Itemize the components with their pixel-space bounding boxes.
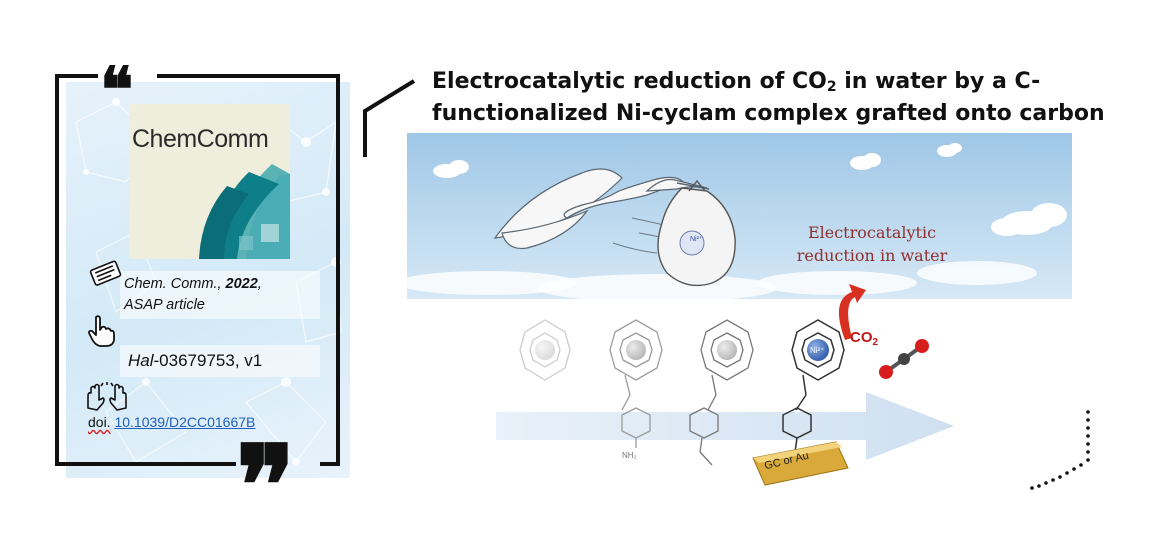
hands-raised-icon — [87, 382, 127, 411]
nickel-center-4 — [807, 339, 829, 361]
nickel-center-2 — [626, 340, 646, 360]
co2-label-text: CO — [850, 329, 873, 346]
cyclam-2 — [609, 319, 663, 448]
abstract-title: Electrocatalytic reduction of CO2 in wat… — [432, 66, 1112, 130]
sky-label: Electrocatalytic reduction in water — [787, 221, 957, 267]
citation-journal: Chem. Comm., — [124, 276, 222, 292]
bundle-nickel-label: Ni²⁺ — [690, 236, 703, 243]
cyclam-3 — [689, 319, 754, 466]
citation-text: Chem. Comm., 2022, ASAP article — [124, 274, 324, 316]
journal-cover: ChemComm — [129, 104, 290, 259]
title-part-2: in water by a C-functionalized Ni-cyclam… — [432, 69, 1105, 126]
open-quote-mark: ❝ — [100, 53, 134, 126]
hal-id: -03679753, v1 — [153, 351, 263, 370]
amine-label: NH₂ — [622, 451, 637, 460]
progress-arrow — [496, 392, 954, 460]
close-quote-mark: ❞ — [236, 421, 296, 550]
citation-box — [120, 271, 320, 319]
title-part-1: Electrocatalytic reduction of CO — [432, 69, 827, 94]
pointing-hand-icon — [88, 315, 115, 347]
co2-molecule — [879, 339, 929, 379]
clouds — [407, 143, 1067, 299]
co2-label-sub: 2 — [872, 337, 879, 348]
citation-separator: , — [257, 276, 262, 292]
title-subscript: 2 — [826, 79, 837, 95]
hal-box — [120, 345, 320, 377]
sky-label-line-2: reduction in water — [796, 246, 948, 265]
doi-line: doi. 10.1039/D2CC01667B — [88, 414, 255, 430]
cyclam-4-grafted — [782, 319, 845, 453]
hal-identifier: Hal-03679753, v1 — [128, 351, 262, 371]
newspaper-icon — [89, 260, 122, 286]
nickel-label: Ni²⁺ — [810, 346, 824, 355]
sky-panel: Ni²⁺ Electrocatalytic reduction in water — [407, 133, 1072, 299]
hal-prefix: Hal — [128, 351, 154, 370]
doi-prefix: doi. — [88, 414, 111, 430]
citation-year: 2022 — [225, 276, 258, 292]
dotted-corner — [1030, 410, 1090, 490]
co2-label: CO2 — [850, 329, 879, 348]
doi-link[interactable]: 10.1039/D2CC01667B — [114, 414, 256, 430]
cover-art — [199, 164, 290, 259]
stork-illustration: Ni²⁺ — [407, 143, 1067, 299]
nickel-center-3 — [717, 340, 737, 360]
cyclam-1 — [519, 319, 571, 381]
citation-status: ASAP article — [124, 297, 205, 313]
sky-label-line-1: Electrocatalytic — [807, 223, 937, 242]
bundle-with-catalyst: Ni²⁺ — [657, 179, 736, 287]
co2-arrow — [838, 284, 866, 340]
journal-name: ChemComm — [132, 125, 269, 153]
electrode-bar — [752, 441, 849, 486]
